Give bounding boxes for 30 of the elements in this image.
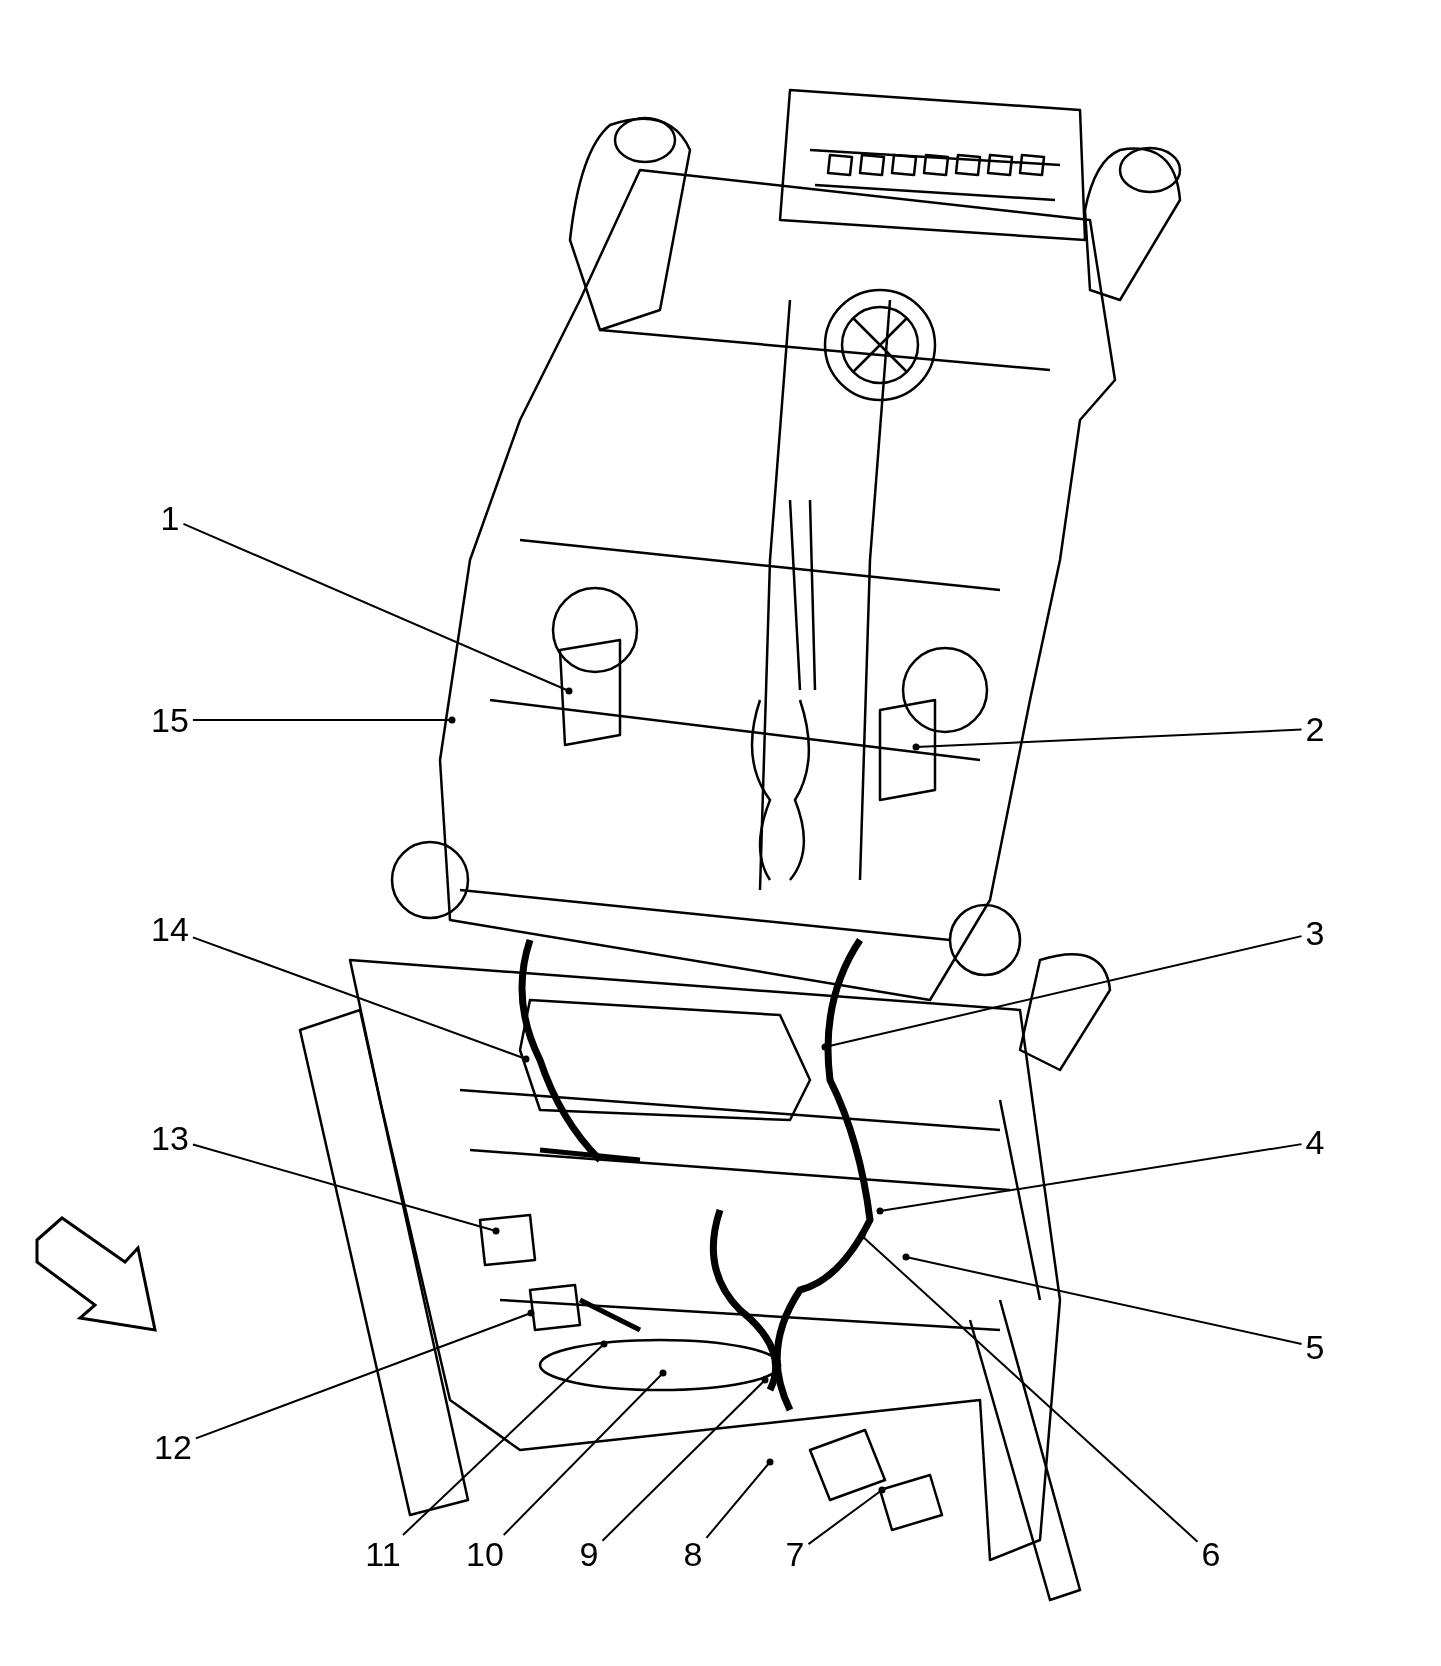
leader-line bbox=[191, 1143, 500, 1235]
callout-number: 12 bbox=[154, 1430, 192, 1464]
callout-number: 15 bbox=[151, 703, 189, 737]
callout-number: 10 bbox=[466, 1537, 504, 1571]
callout-number: 7 bbox=[785, 1537, 805, 1571]
callout-number: 11 bbox=[365, 1537, 401, 1571]
leader-line bbox=[807, 1486, 886, 1546]
leader-line bbox=[902, 1253, 1303, 1346]
callout-number: 4 bbox=[1305, 1125, 1325, 1159]
leader-line bbox=[876, 1143, 1303, 1215]
leader-line bbox=[182, 522, 573, 695]
leader-line bbox=[402, 1340, 608, 1536]
callout-number: 2 bbox=[1305, 712, 1325, 746]
leader-line bbox=[194, 1309, 535, 1440]
callout-number: 1 bbox=[160, 501, 180, 535]
callout-number: 3 bbox=[1305, 916, 1325, 950]
leader-line bbox=[912, 728, 1303, 751]
callout-number: 9 bbox=[579, 1537, 599, 1571]
leader-line bbox=[502, 1369, 667, 1536]
leader-line bbox=[705, 1458, 774, 1539]
leader-line bbox=[191, 716, 456, 724]
leader-line bbox=[601, 1376, 769, 1542]
leader-line bbox=[858, 1232, 1199, 1543]
callout-number: 14 bbox=[151, 912, 189, 946]
callout-number: 5 bbox=[1305, 1330, 1325, 1364]
leader-line bbox=[821, 935, 1303, 1051]
callout-number: 8 bbox=[683, 1537, 703, 1571]
callout-number: 6 bbox=[1201, 1537, 1221, 1571]
callout-number: 13 bbox=[151, 1121, 189, 1155]
leader-line bbox=[191, 936, 530, 1063]
